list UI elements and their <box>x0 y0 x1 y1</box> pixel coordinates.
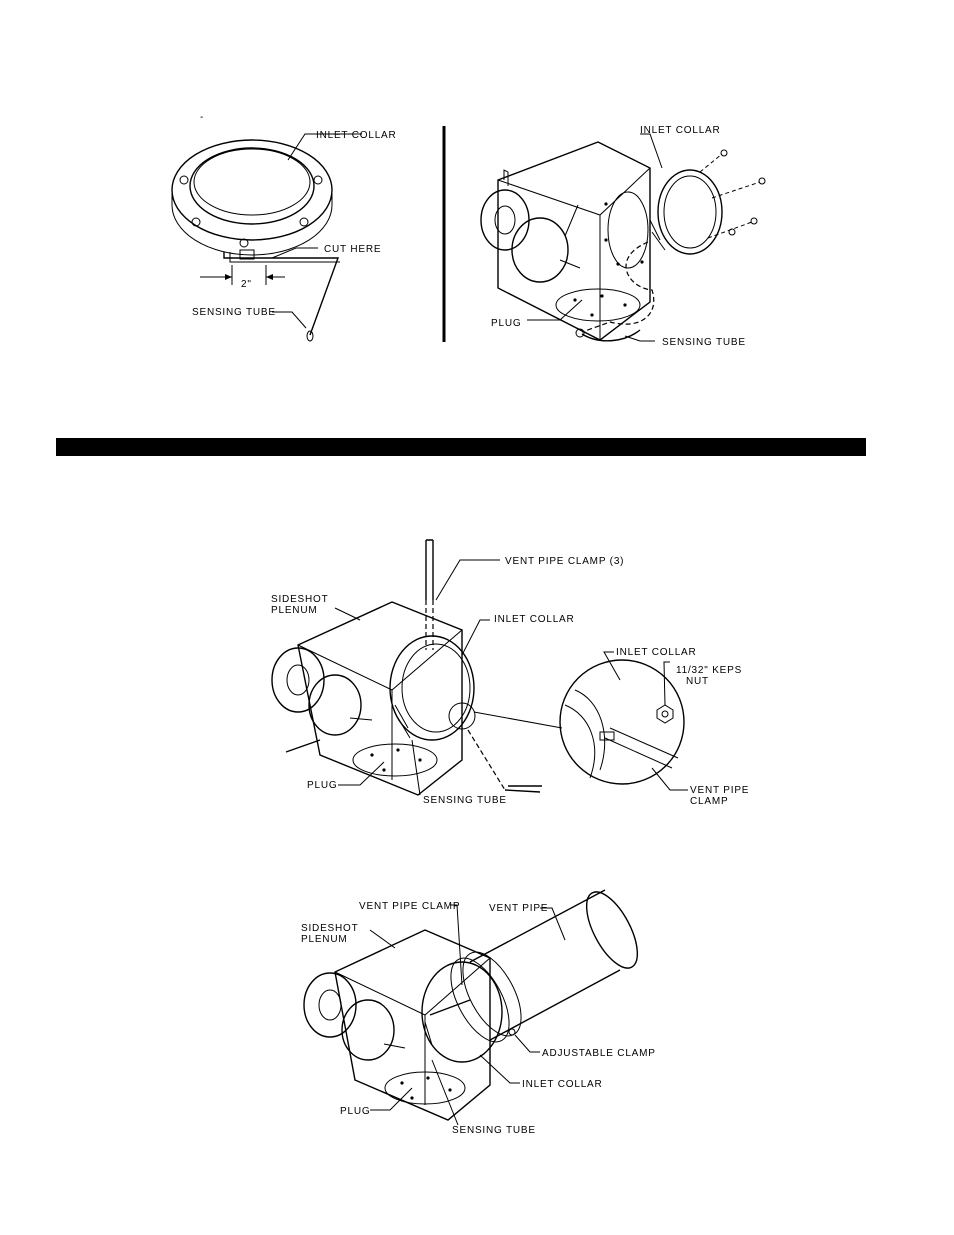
label-plug: PLUG <box>340 1106 370 1117</box>
switch-bracket <box>565 205 578 236</box>
side-port <box>272 648 324 712</box>
inlet-collar-exploded <box>658 170 722 254</box>
switch-fitting <box>350 718 372 720</box>
label-sensing-tube: SENSING TUBE <box>452 1125 536 1136</box>
label-vent-pipe: VENT PIPE <box>489 903 548 914</box>
plenum-edges <box>298 630 462 780</box>
screw-path <box>700 154 760 238</box>
leader-line <box>335 608 360 620</box>
label-sensing-tube: SENSING TUBE <box>192 307 276 318</box>
switch-fitting <box>384 1044 405 1048</box>
pressure-switch <box>309 675 361 735</box>
collar-ring <box>190 148 314 224</box>
label-vent-pipe-clamp: VENT PIPE <box>690 785 749 796</box>
leader-line <box>515 1035 540 1052</box>
inlet-collar-inner <box>664 176 716 248</box>
leader-line <box>480 1055 520 1083</box>
bolt-hole <box>314 176 322 184</box>
label-detail-inlet-collar: INLET COLLAR <box>616 647 697 658</box>
label-plug: PLUG <box>491 318 521 329</box>
clamp-screw <box>509 1029 515 1035</box>
sensing-tube-shape <box>224 252 338 335</box>
label-dimension: 2" <box>241 279 252 290</box>
leader-line <box>412 740 420 795</box>
detail-callout-line <box>474 712 562 728</box>
bottom-plate <box>353 744 437 776</box>
label-sensing-tube: SENSING TUBE <box>662 337 746 348</box>
clamp-path <box>468 730 505 790</box>
plenum-opening <box>608 192 648 268</box>
label-keps-nut: 11/32" KEPS <box>676 665 742 676</box>
side-port <box>304 973 356 1037</box>
label-sideshot: SIDESHOT <box>271 594 329 605</box>
vent-clamp-strap-bottom <box>286 740 320 752</box>
label-sideshot: SIDESHOT <box>301 923 359 934</box>
figure-plenum-exploded: INLET COLLAR PLUG SENSING TUBE <box>481 125 765 348</box>
leader-line <box>370 1088 412 1110</box>
leader-line <box>436 560 500 600</box>
bottom-plate <box>556 289 640 321</box>
leader-line <box>272 248 318 258</box>
leader-line <box>664 662 670 705</box>
label-inlet-collar: INLET COLLAR <box>316 130 397 141</box>
tube-end <box>307 331 313 341</box>
pressure-switch <box>342 1000 394 1060</box>
switch-fitting <box>560 260 580 268</box>
label-vent-pipe-clamp: VENT PIPE CLAMP <box>359 901 460 912</box>
side-port <box>481 190 529 250</box>
label-plenum: PLENUM <box>301 934 347 945</box>
label-inlet-collar: INLET COLLAR <box>640 125 721 136</box>
pressure-switch <box>512 218 568 282</box>
label-inlet-collar: INLET COLLAR <box>494 614 575 625</box>
clamp-path <box>426 600 433 650</box>
bolt-hole <box>192 218 200 226</box>
vent-clamp-strap <box>430 1000 470 1015</box>
plenum-edges <box>335 958 490 1105</box>
plenum-edges <box>498 168 650 340</box>
collar-opening <box>194 149 310 215</box>
vent-clamp-strap <box>505 786 542 792</box>
label-plenum: PLENUM <box>271 605 317 616</box>
leader-line <box>272 312 306 328</box>
plenum-box <box>498 142 650 340</box>
label-plug: PLUG <box>307 780 337 791</box>
label-keps-nut-2: NUT <box>686 676 709 687</box>
label-cut-here: CUT HERE <box>324 244 381 255</box>
label-vent-pipe-clamp-2: CLAMP <box>690 796 728 807</box>
bolt-hole <box>300 218 308 226</box>
detail-clamp <box>605 728 678 768</box>
leader-line <box>640 134 662 168</box>
keps-nut-icon <box>657 705 673 723</box>
figure-mark: - <box>200 112 204 123</box>
label-inlet-collar: INLET COLLAR <box>522 1079 603 1090</box>
figure-vent-pipe-installed: VENT PIPE CLAMP VENT PIPE SIDESHOT PLENU… <box>301 884 656 1136</box>
vent-clamp-strap <box>426 540 433 600</box>
label-vent-pipe-clamp-3: VENT PIPE CLAMP (3) <box>505 556 624 567</box>
leader-line <box>462 620 490 655</box>
bolt-hole <box>180 176 188 184</box>
leader-line <box>370 930 395 948</box>
vent-pipe-end <box>576 884 647 975</box>
side-port-hole <box>319 990 341 1020</box>
figure-vent-pipe-clamp-install: VENT PIPE CLAMP (3) SIDESHOT PLENUM INLE… <box>271 540 749 807</box>
inlet-collar-inner <box>402 644 470 732</box>
label-adjustable-clamp: ADJUSTABLE CLAMP <box>542 1048 656 1059</box>
collar-clip <box>395 705 410 738</box>
label-sensing-tube: SENSING TUBE <box>423 795 507 806</box>
figure-inlet-collar-detail: - INLET COLLAR CUT HERE 2" SENSING TUBE <box>172 112 397 341</box>
leader-line <box>652 768 688 790</box>
